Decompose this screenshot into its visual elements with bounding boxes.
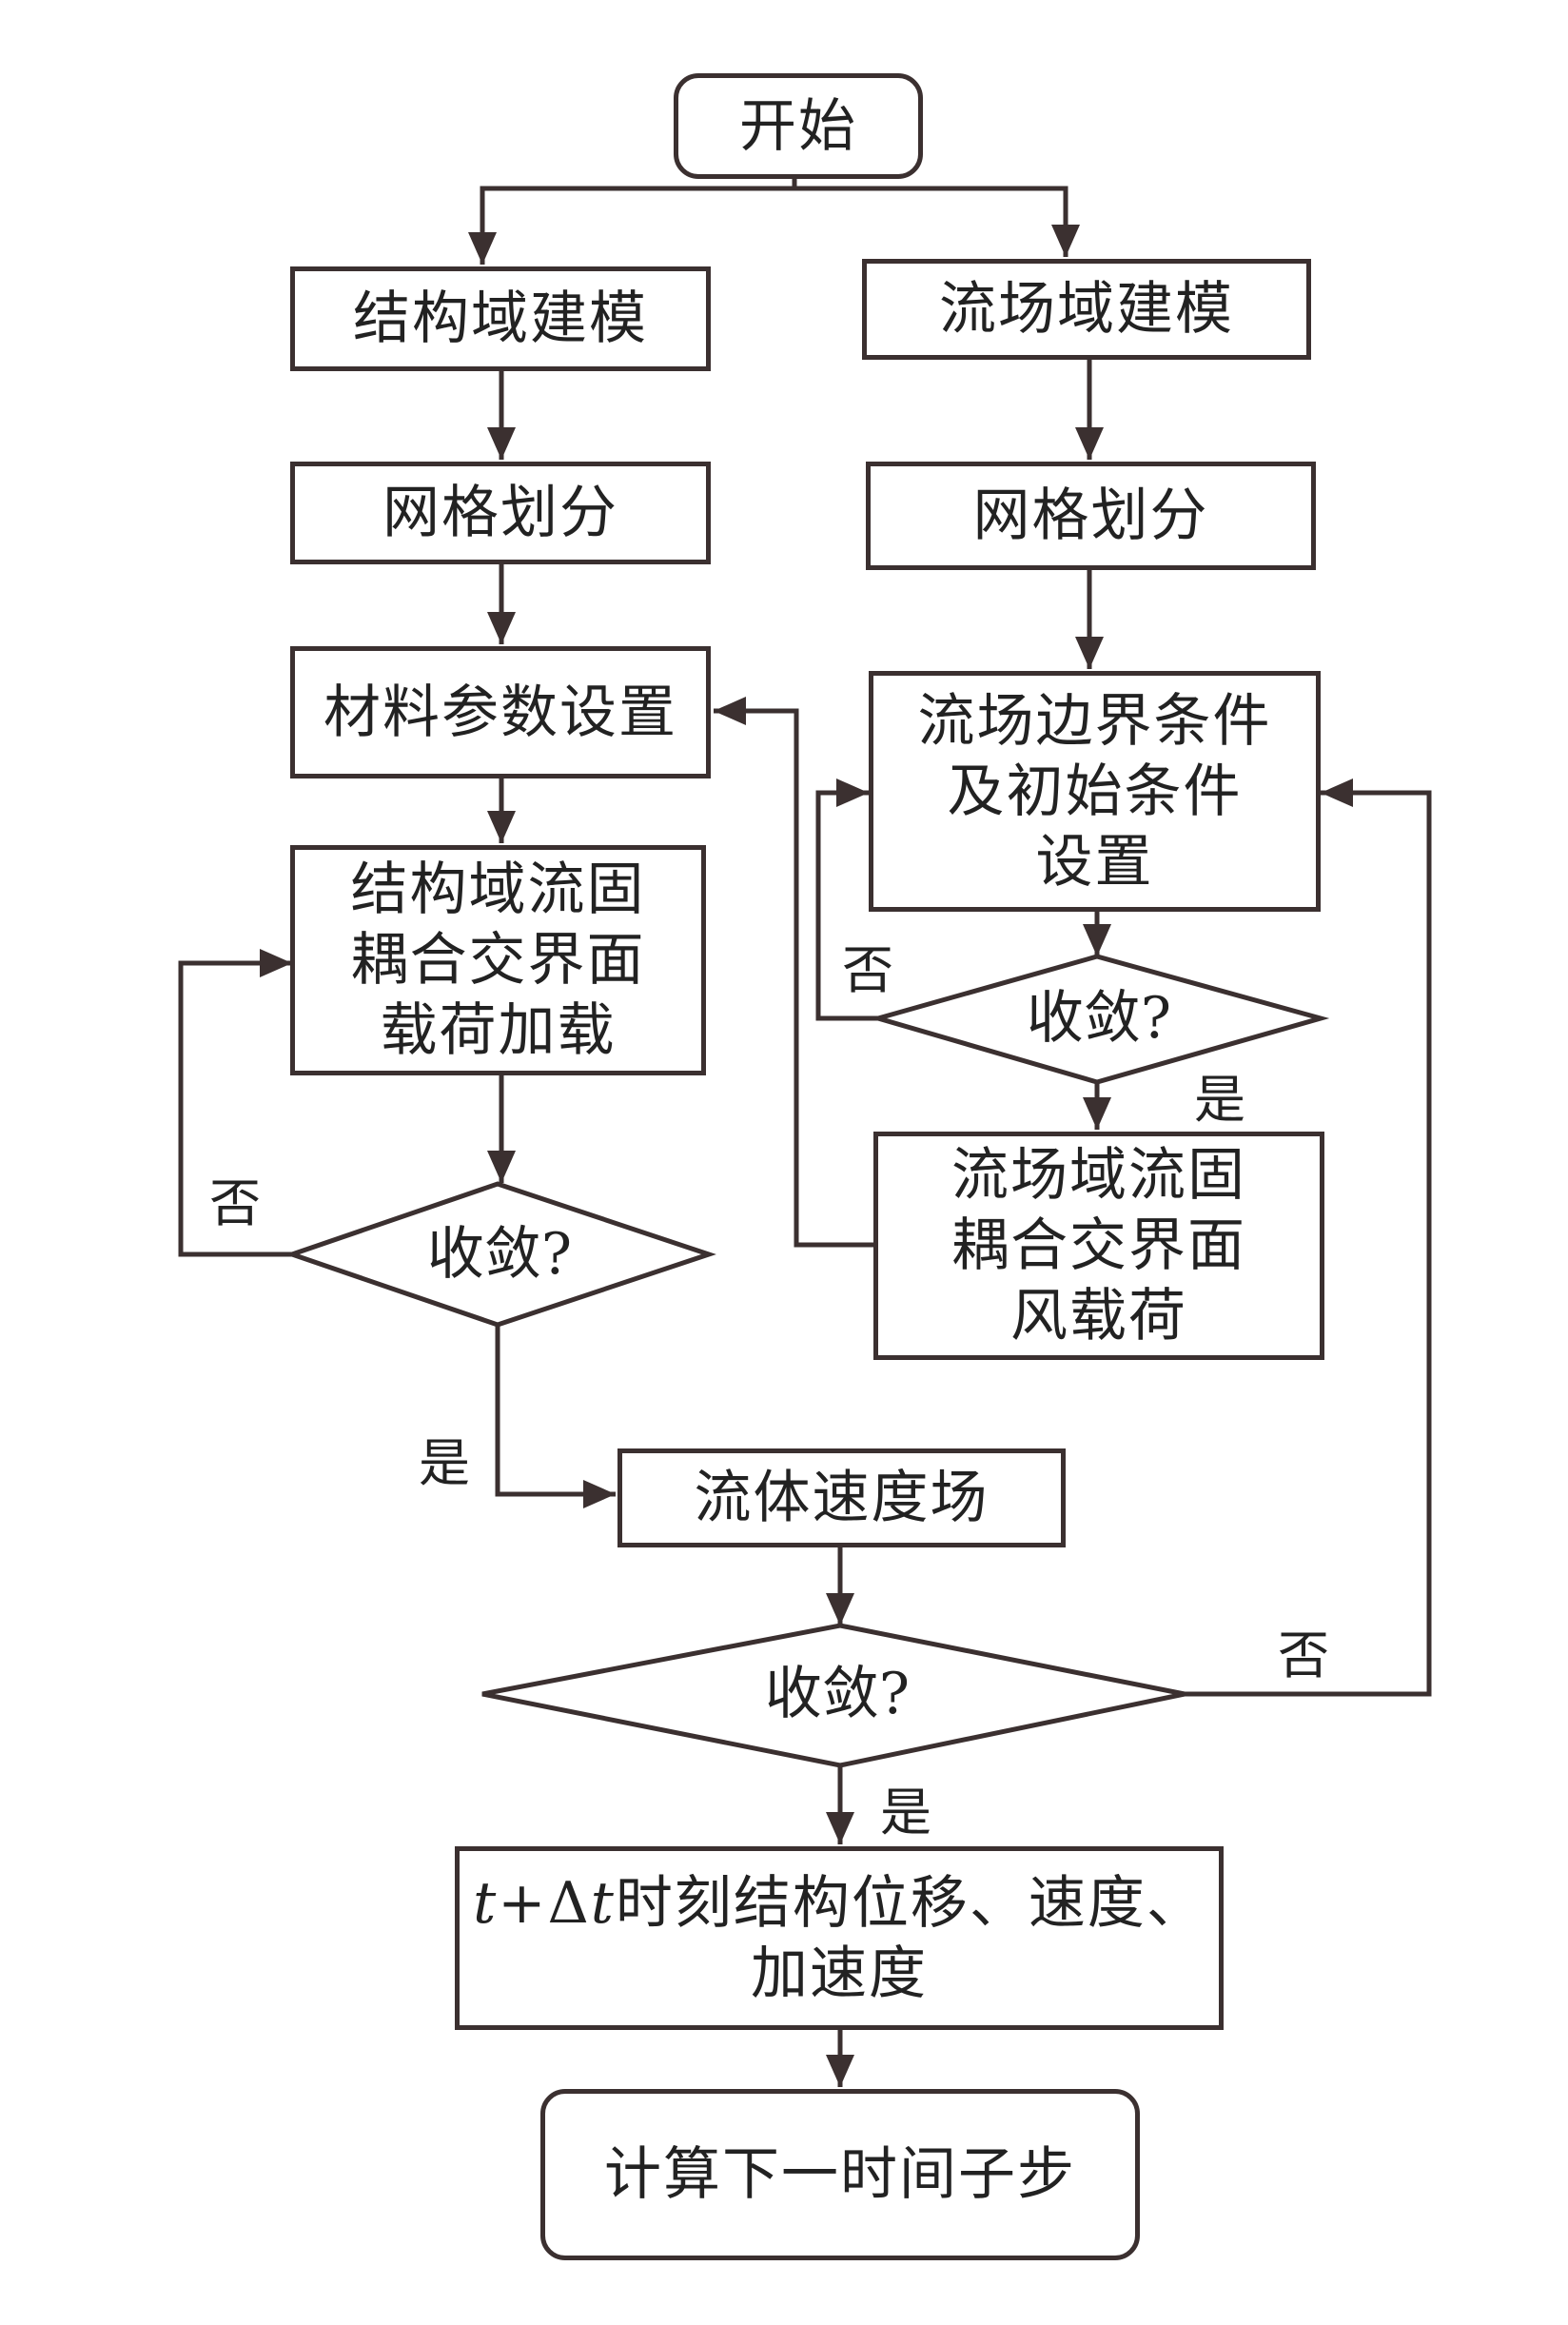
struct-model-node: 结构域建模 [290,266,711,371]
fluid-load-node: 流场域流固 耦合交界面 风载荷 [873,1132,1324,1360]
velocity-node: 流体速度场 [617,1448,1066,1547]
struct-converge-diamond [284,1181,716,1328]
arrow-global-no-loop [1185,778,1432,1697]
next-step-node: 计算下一时间子步 [540,2089,1140,2260]
struct-load-node: 结构域流固 耦合交界面 载荷加载 [290,845,706,1075]
struct-converge-text: 收敛? [426,1221,573,1288]
global-converge-diamond [481,1623,1186,1768]
fluid-model-node: 流场域建模 [862,259,1311,360]
fluid-yes-label: 是 [1194,1070,1245,1130]
material-node: 材料参数设置 [290,646,711,778]
arrow-start-to-struct-model [468,179,797,265]
result-node: t+Δt时刻结构位移、速度、 加速度 [455,1846,1224,2030]
arrow-start-to-fluid-model [794,186,1080,257]
fluid-bc-node: 流场边界条件 及初始条件 设置 [869,671,1321,912]
global-no-label: 否 [1278,1626,1329,1685]
fluid-mesh-node: 网格划分 [866,462,1316,570]
arrow-fluid-load-to-material [714,697,873,1248]
start-node: 开始 [674,73,923,179]
struct-yes-label: 是 [419,1433,470,1493]
fluid-converge-diamond [869,954,1330,1085]
arrow-struct-no-loop [178,949,292,1257]
arrow-fluid-no-loop [815,778,878,1021]
fluid-no-label: 否 [842,940,893,1000]
fluid-converge-text: 收敛? [1026,985,1172,1052]
global-converge-text: 收敛? [764,1661,911,1727]
arrow-struct-yes-to-velocity [495,1325,616,1508]
global-yes-label: 是 [880,1783,931,1842]
struct-no-label: 否 [209,1173,261,1233]
struct-mesh-node: 网格划分 [290,462,711,564]
result-line-1: t+Δt时刻结构位移、速度、 [473,1869,1205,1937]
